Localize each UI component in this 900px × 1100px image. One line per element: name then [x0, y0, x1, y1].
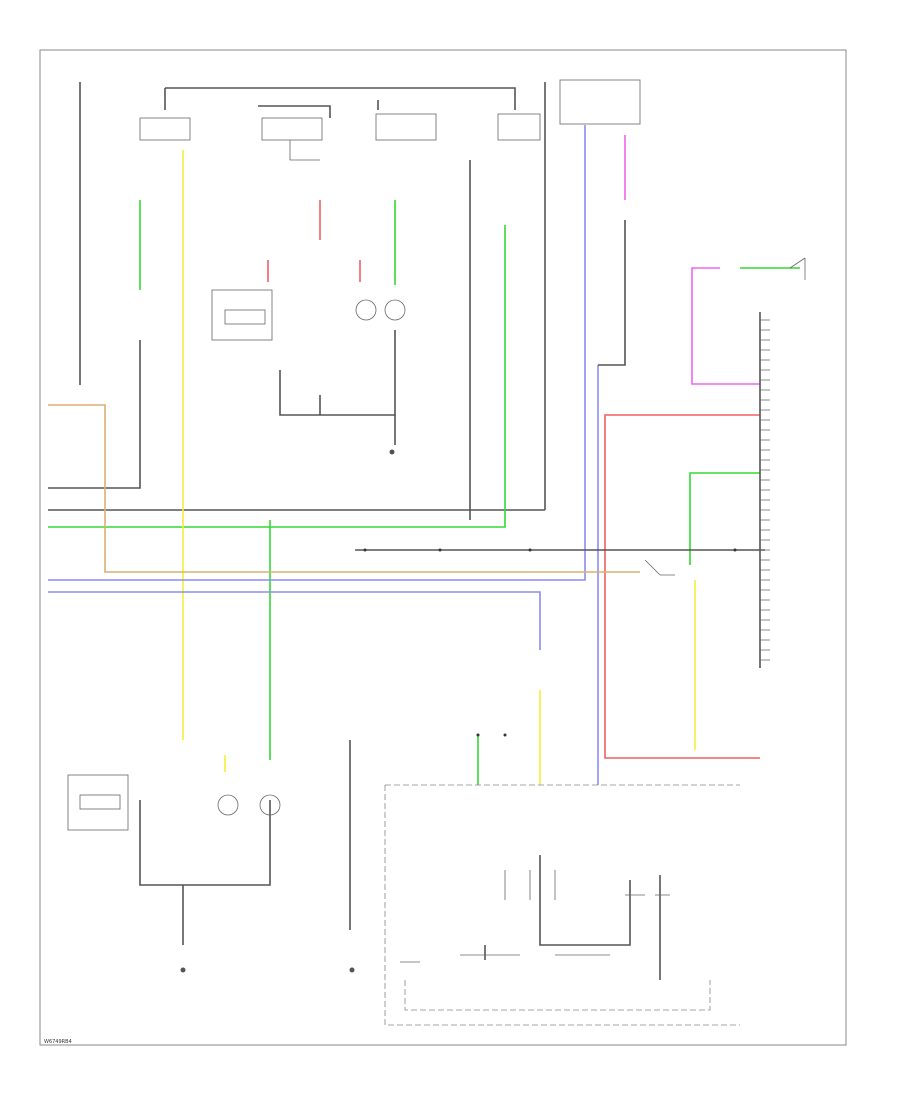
relay-box-3: [375, 113, 437, 141]
meter-assembly: [384, 784, 740, 1026]
fuse-block: [559, 79, 641, 125]
diagram-frame: [39, 49, 847, 1046]
relay-box-1: [139, 117, 191, 141]
bulb-icon: [355, 299, 377, 321]
footer-code: W6749RB4: [44, 1039, 72, 1045]
blue-wire-2: [48, 591, 541, 650]
ground-points: [180, 449, 395, 973]
connector-markers: [363, 548, 737, 737]
green-wire-3: [48, 225, 506, 528]
brown-wires: [48, 404, 640, 573]
top-bus-wire: [165, 87, 516, 110]
top-switch-boxes: [139, 79, 641, 161]
bulb-icon: [384, 299, 406, 321]
relay-box-2: [261, 117, 323, 141]
green-wires: [48, 200, 800, 785]
bulb-icon: [217, 794, 239, 816]
brown-wire-1: [48, 404, 640, 573]
relay-box-4: [497, 113, 541, 141]
ground-icon: [349, 967, 355, 973]
bulb-icon: [259, 794, 281, 816]
blue-wire-1: [48, 125, 586, 581]
ground-icon: [180, 967, 186, 973]
ecu-connector: [759, 312, 770, 668]
upper-left-housing: [211, 289, 273, 341]
pink-wire-2: [691, 267, 760, 385]
green-wire-6: [689, 472, 760, 565]
relay-switch: [644, 257, 806, 576]
pink-wires: [624, 135, 760, 385]
blue-wires: [48, 125, 599, 785]
red-wire-4: [604, 414, 760, 759]
black-wires: [139, 160, 765, 980]
yellow-wires: [182, 150, 696, 785]
headlamp-components: [67, 289, 406, 831]
black-wire-2: [598, 220, 626, 366]
top-bus: [48, 82, 546, 511]
ground-icon: [389, 449, 395, 455]
red-wires: [267, 200, 760, 759]
lower-left-housing: [67, 774, 129, 831]
